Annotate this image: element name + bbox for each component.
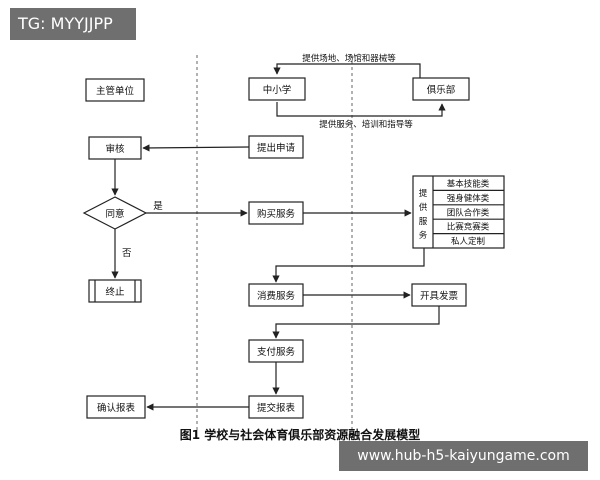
node-issue-invoice: 开具发票 xyxy=(411,283,467,307)
svg-text:提交报表: 提交报表 xyxy=(257,402,296,414)
node-pay-service: 支付服务 xyxy=(248,339,304,363)
edge-label-no: 否 xyxy=(122,248,132,259)
edge-invoice-to-pay xyxy=(272,306,440,339)
svg-text:主管单位: 主管单位 xyxy=(96,85,135,97)
svg-text:审核: 审核 xyxy=(105,143,125,155)
service-item-competition: 比赛竞赛类 xyxy=(447,222,490,233)
svg-text:消费服务: 消费服务 xyxy=(257,290,296,302)
node-consume-service: 消费服务 xyxy=(248,283,304,307)
service-group-title-3: 服 xyxy=(419,217,428,227)
node-submit-application: 提出申请 xyxy=(248,135,304,159)
node-submit-report: 提交报表 xyxy=(248,395,304,419)
edge-label-club-to-school: 提供场地、场馆和器械等 xyxy=(302,53,396,64)
node-school: 中小学 xyxy=(248,77,306,101)
service-item-basic-skills: 基本技能类 xyxy=(447,179,490,190)
figure-caption: 图1 学校与社会体育俱乐部资源融合发展模型 xyxy=(180,427,421,442)
edge-label-school-to-club: 提供服务、培训和指导等 xyxy=(319,119,413,130)
node-authority: 主管单位 xyxy=(85,78,145,102)
node-confirm-report: 确认报表 xyxy=(86,395,146,419)
node-buy-service: 购买服务 xyxy=(248,201,304,225)
svg-text:开具发票: 开具发票 xyxy=(420,290,459,302)
svg-text:提出申请: 提出申请 xyxy=(257,142,296,154)
svg-text:同意: 同意 xyxy=(105,208,124,220)
svg-text:支付服务: 支付服务 xyxy=(257,346,296,358)
svg-text:中小学: 中小学 xyxy=(263,84,292,96)
node-club: 俱乐部 xyxy=(412,77,470,101)
service-group: 提 供 服 务 基本技能类 强身健体类 团队合作类 比赛竞赛类 私人定制 xyxy=(412,175,505,249)
service-group-title-2: 供 xyxy=(419,202,428,213)
svg-text:购买服务: 购买服务 xyxy=(257,208,296,220)
service-item-teamwork: 团队合作类 xyxy=(447,207,490,218)
watermark-bottom-right: www.hub-h5-kaiyungame.com xyxy=(339,441,588,471)
edge-school-to-club xyxy=(276,102,446,117)
edge-label-yes: 是 xyxy=(153,201,163,212)
svg-text:终止: 终止 xyxy=(105,286,125,298)
svg-text:俱乐部: 俱乐部 xyxy=(427,84,456,96)
service-group-title-4: 务 xyxy=(419,230,428,241)
service-item-custom: 私人定制 xyxy=(451,236,485,247)
service-group-title-1: 提 xyxy=(419,188,428,199)
node-decision: 同意 xyxy=(82,196,148,230)
node-end: 终止 xyxy=(88,279,142,303)
service-item-fitness: 强身健体类 xyxy=(447,193,490,204)
edge-application-to-review xyxy=(142,144,250,152)
node-review: 审核 xyxy=(88,136,142,160)
watermark-top-left: TG: MYYJJPP xyxy=(10,8,136,40)
edge-services-to-consume xyxy=(272,248,425,283)
edge-club-to-school xyxy=(273,63,421,78)
svg-text:确认报表: 确认报表 xyxy=(97,402,136,414)
